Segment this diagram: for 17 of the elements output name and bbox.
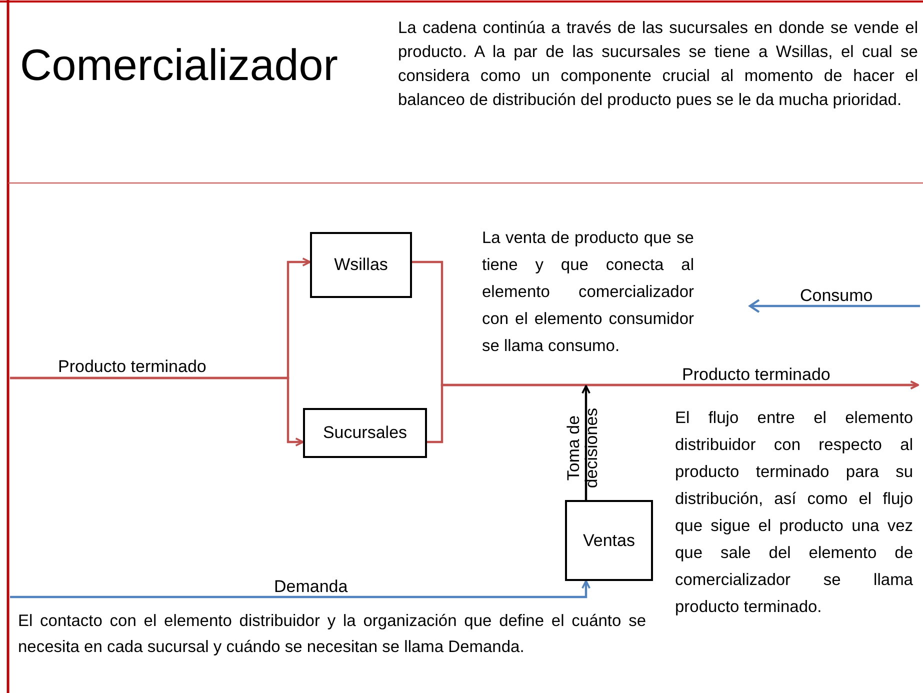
arrow	[427, 380, 919, 444]
description-text: El flujo entre el elemento distribuidor con respecto al producto terminado para su distribución, así como el flujo que sigue el producto una vez que sale del elemento de comercializador se llama producto terminado.	[675, 408, 913, 618]
arrow	[10, 580, 590, 598]
process-box: Wsillas	[310, 232, 412, 298]
description-text: La venta de producto que se tiene y que conecta al elemento comercializador con el elemento consumidor se llama consumo.	[482, 228, 694, 357]
arrow-label: Consumo	[800, 285, 873, 307]
title: Comercializador	[20, 44, 338, 88]
description-text: La cadena continúa a través de las sucursales en donde se vende el producto. A la par de las sucursales se tiene a Wsillas, el cual se considera como un componente crucial al momento de hacer el balanceo de distribución del producto pues se le da mucha prioridad.	[398, 18, 918, 111]
description-text: El contacto con el elemento distribuidor y la organización que define el cuánto se necesita en cada sucursal y cuándo se necesitan se llama Demanda.	[18, 611, 646, 658]
process-box: Sucursales	[303, 408, 427, 458]
edge-label: Producto terminado	[682, 364, 830, 386]
edge-label: Producto terminado	[58, 356, 206, 378]
edge-label: Demanda	[274, 576, 348, 598]
arrow	[582, 385, 590, 500]
process-box: Ventas	[565, 500, 653, 581]
edge-label: Toma de decisiones	[565, 406, 601, 490]
arrow	[10, 376, 304, 446]
